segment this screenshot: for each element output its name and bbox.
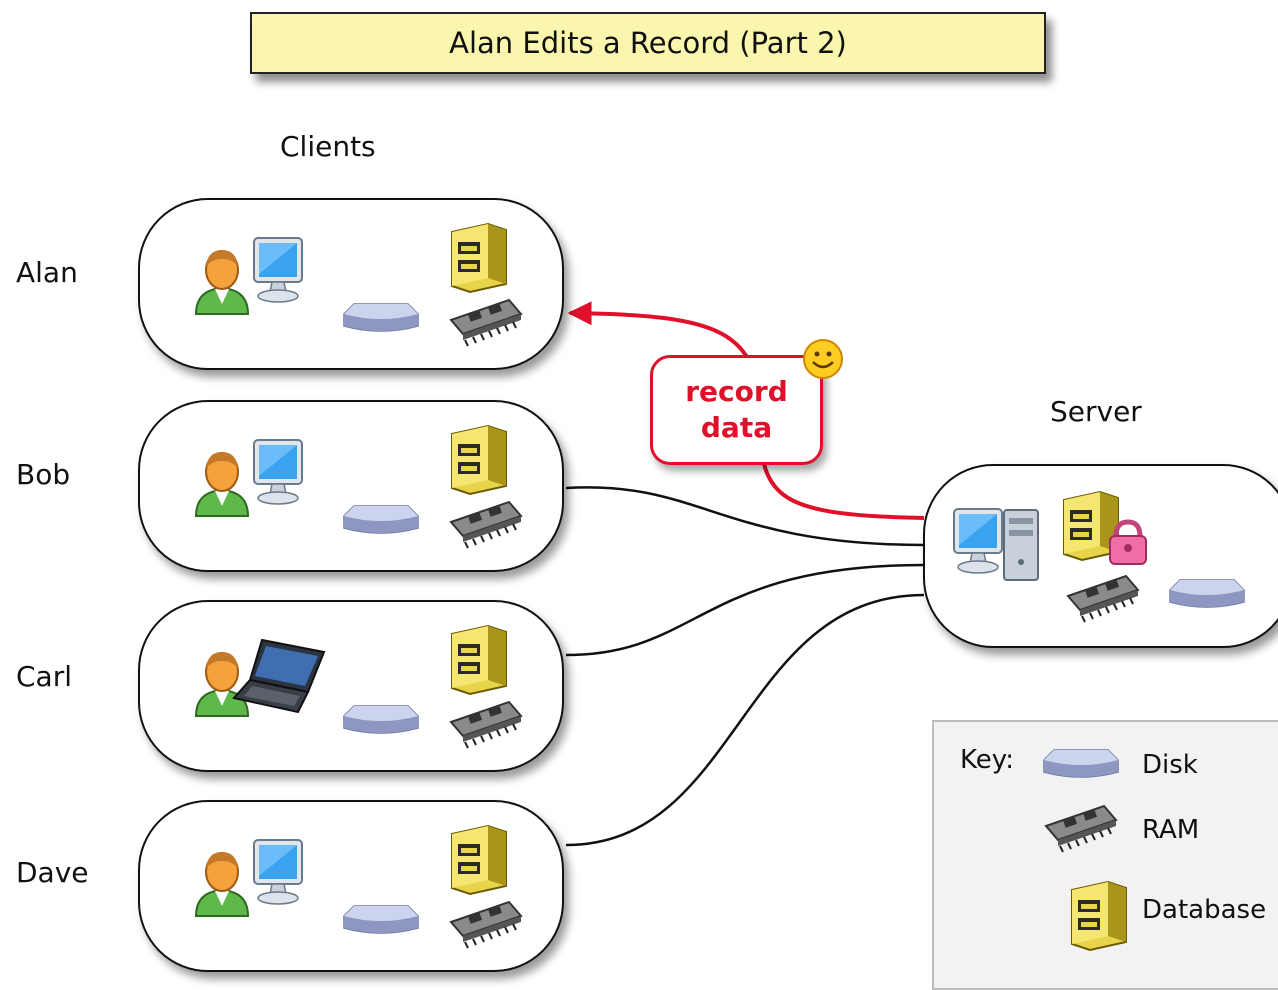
ram-icon-carl xyxy=(449,700,523,749)
person-icon-alan xyxy=(194,250,250,315)
person-icon-bob xyxy=(194,452,250,517)
server-monitor-icon xyxy=(953,508,1003,574)
database-icon-carl xyxy=(451,624,507,696)
server-ram-icon xyxy=(1066,574,1140,623)
disk-icon-carl xyxy=(343,705,419,734)
legend-title: Key: xyxy=(960,745,1015,775)
disk-icon-dave xyxy=(343,905,419,934)
disk-icon-bob xyxy=(343,505,419,534)
database-icon-dave xyxy=(451,824,507,896)
record-data-message: record data xyxy=(650,355,823,465)
link-carl-server xyxy=(565,563,925,657)
smiley-icon xyxy=(803,339,843,379)
server-tower-icon xyxy=(1003,509,1039,581)
person-icon-carl xyxy=(194,652,250,717)
server-disk-icon xyxy=(1169,579,1245,608)
laptop-icon-carl xyxy=(232,638,326,714)
legend-disk-icon xyxy=(1043,749,1119,778)
monitor-icon-dave xyxy=(253,839,303,905)
link-dave-server xyxy=(565,593,925,847)
link-bob-server xyxy=(565,486,925,547)
client-name-carl: Carl xyxy=(16,660,72,693)
legend-database-icon xyxy=(1071,880,1127,952)
legend-ram-icon xyxy=(1044,804,1118,853)
legend-label-database: Database xyxy=(1142,895,1267,925)
database-icon-bob xyxy=(451,424,507,496)
ram-icon-bob xyxy=(449,500,523,549)
monitor-icon-alan xyxy=(253,237,303,303)
disk-icon-alan xyxy=(343,303,419,332)
server-lock-icon xyxy=(1109,519,1147,565)
legend-label-ram: RAM xyxy=(1142,815,1200,845)
clients-heading: Clients xyxy=(280,130,376,163)
diagram-title: Alan Edits a Record (Part 2) xyxy=(250,12,1046,74)
server-heading: Server xyxy=(1050,395,1142,428)
client-name-bob: Bob xyxy=(16,458,71,491)
legend-label-disk: Disk xyxy=(1142,750,1198,780)
database-icon-alan xyxy=(451,222,507,294)
client-name-alan: Alan xyxy=(16,256,78,289)
message-line-1: record xyxy=(685,375,788,408)
message-line-2: data xyxy=(700,411,773,444)
client-name-dave: Dave xyxy=(16,856,89,889)
monitor-icon-bob xyxy=(253,439,303,505)
ram-icon-alan xyxy=(449,298,523,347)
person-icon-dave xyxy=(194,852,250,917)
ram-icon-dave xyxy=(449,900,523,949)
